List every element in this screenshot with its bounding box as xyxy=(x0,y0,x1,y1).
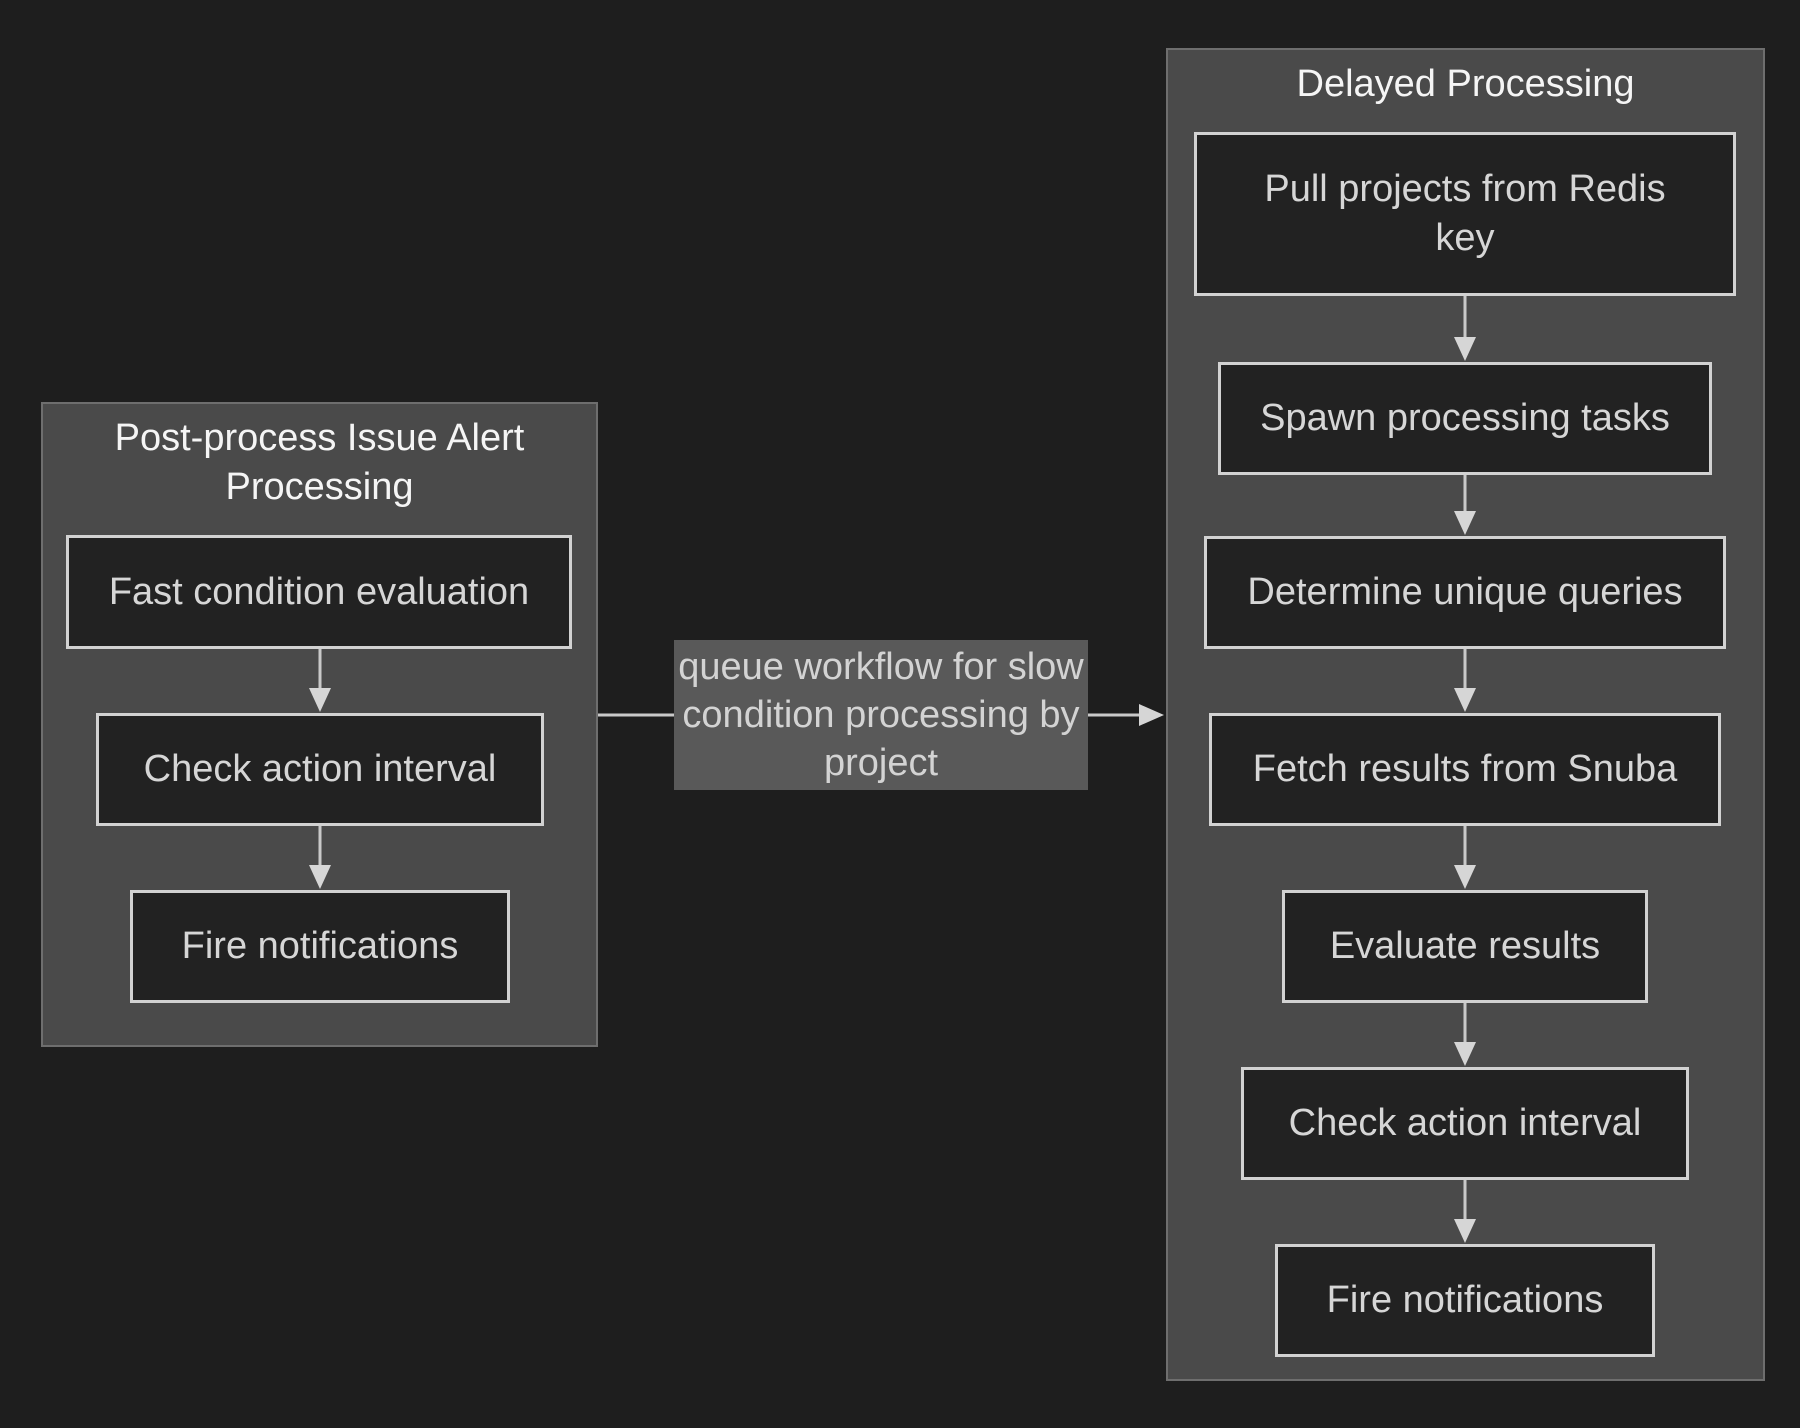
node-fire-notifications-right: Fire notifications xyxy=(1275,1244,1655,1357)
node-fire-notifications-left: Fire notifications xyxy=(130,890,510,1003)
node-label: Check action interval xyxy=(143,748,497,790)
node-check-action-interval-right: Check action interval xyxy=(1241,1067,1689,1180)
node-check-action-interval-left: Check action interval xyxy=(96,713,544,826)
node-label: Spawn processing tasks xyxy=(1260,397,1670,439)
node-fast-condition-evaluation: Fast condition evaluation xyxy=(66,535,572,649)
node-pull-projects-from-redis-key: Pull projects from Redis key xyxy=(1194,132,1736,296)
cluster-title: Post-process Issue Alert Processing xyxy=(114,417,525,508)
node-label: Fetch results from Snuba xyxy=(1252,748,1678,790)
node-fetch-results-from-snuba: Fetch results from Snuba xyxy=(1209,713,1721,826)
node-label: Determine unique queries xyxy=(1247,571,1683,613)
node-label: Fast condition evaluation xyxy=(108,570,530,613)
node-evaluate-results: Evaluate results xyxy=(1282,890,1648,1003)
node-determine-unique-queries: Determine unique queries xyxy=(1204,536,1726,649)
edge-label-queue-workflow: queue workflow for slow condition proces… xyxy=(674,640,1088,790)
node-label: Pull projects from Redis key xyxy=(1264,168,1666,259)
node-label: Check action interval xyxy=(1288,1102,1642,1144)
cluster-title: Delayed Processing xyxy=(1296,63,1635,105)
node-label: Fire notifications xyxy=(1326,1279,1604,1321)
node-label: Evaluate results xyxy=(1329,925,1601,967)
node-label: Fire notifications xyxy=(181,925,459,967)
node-spawn-processing-tasks: Spawn processing tasks xyxy=(1218,362,1712,475)
